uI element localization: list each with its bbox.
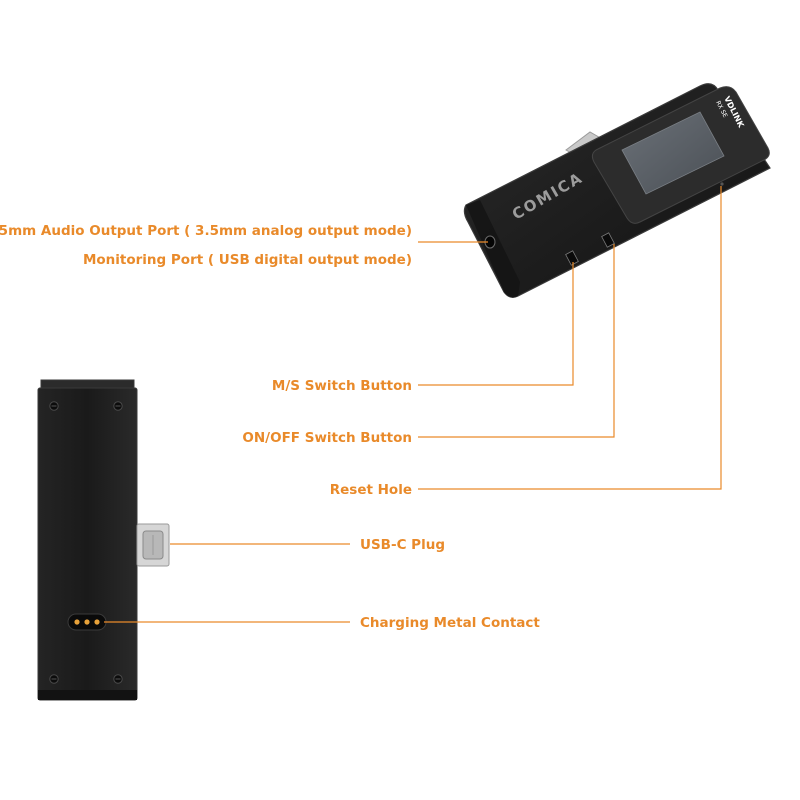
label-charging-metal-contact: Charging Metal Contact — [360, 615, 540, 631]
receiver-device-side-view — [37, 379, 170, 701]
receiver-device-top-view: VDLINK RX SE COMICA — [463, 83, 771, 298]
label-ms-switch-button: M/S Switch Button — [272, 378, 412, 394]
onoff-switch — [601, 232, 615, 248]
leader-reset-hole — [418, 186, 722, 490]
label-usbc-plug: USB-C Plug — [360, 537, 445, 553]
usbc-plug-side — [136, 523, 170, 567]
receiver-front-face — [466, 200, 520, 298]
label-audio-output-port: 3.5mm Audio Output Port ( 3.5mm analog o… — [0, 223, 412, 239]
charging-contacts — [67, 613, 107, 631]
label-monitoring-port: Monitoring Port ( USB digital output mod… — [83, 252, 412, 268]
ms-switch — [565, 250, 579, 266]
leader-ms-switch — [418, 262, 574, 386]
side-device-body — [37, 387, 138, 701]
leader-lines — [104, 186, 722, 623]
label-reset-hole: Reset Hole — [330, 482, 412, 498]
display-screen — [621, 111, 725, 195]
reset-hole-dot — [720, 182, 724, 186]
callout-labels: 3.5mm Audio Output Port ( 3.5mm analog o… — [0, 223, 540, 631]
screw-icon — [49, 401, 123, 684]
label-onoff-switch-button: ON/OFF Switch Button — [242, 430, 412, 446]
leader-onoff-switch — [418, 244, 615, 438]
